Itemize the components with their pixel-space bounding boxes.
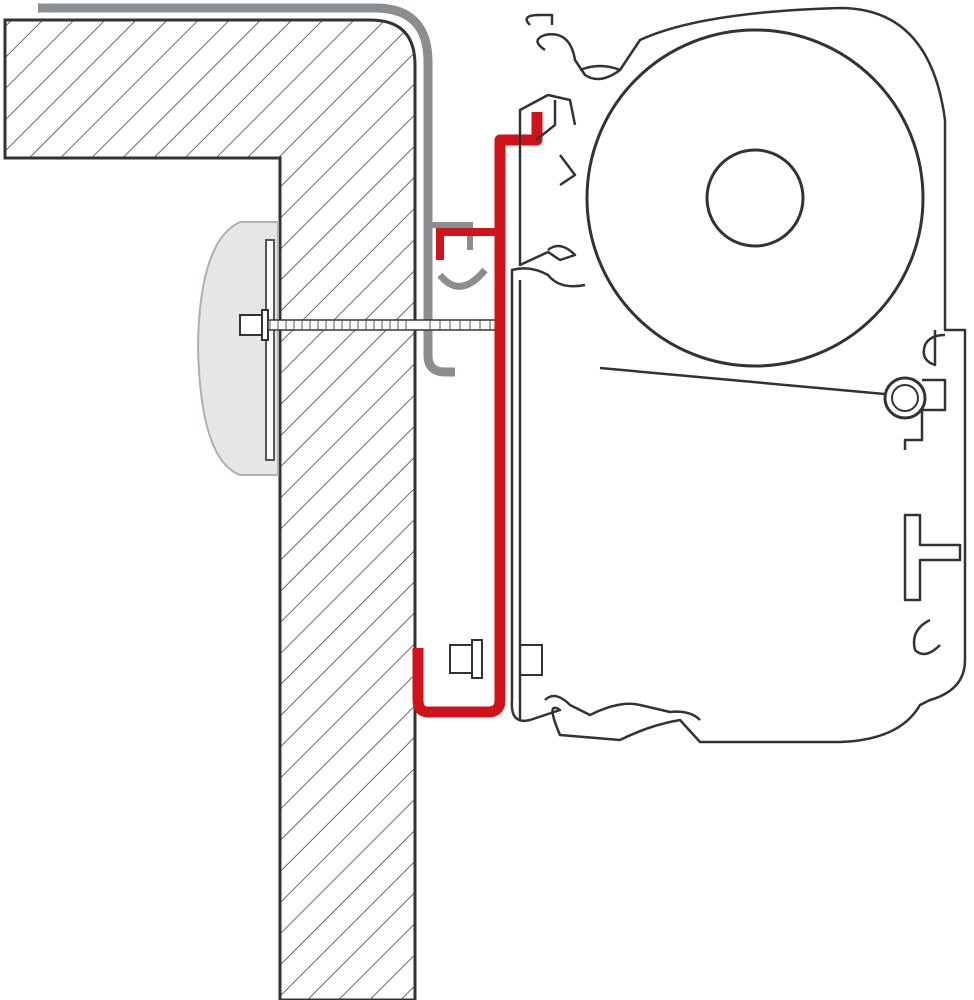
wall-section	[3, 18, 417, 1000]
bolt	[239, 309, 543, 679]
awning-case	[510, 6, 967, 744]
adapter-bracket	[412, 112, 543, 718]
rail-profile	[38, 3, 488, 377]
fabric-roll	[585, 28, 927, 420]
mounting-plate	[196, 221, 279, 476]
